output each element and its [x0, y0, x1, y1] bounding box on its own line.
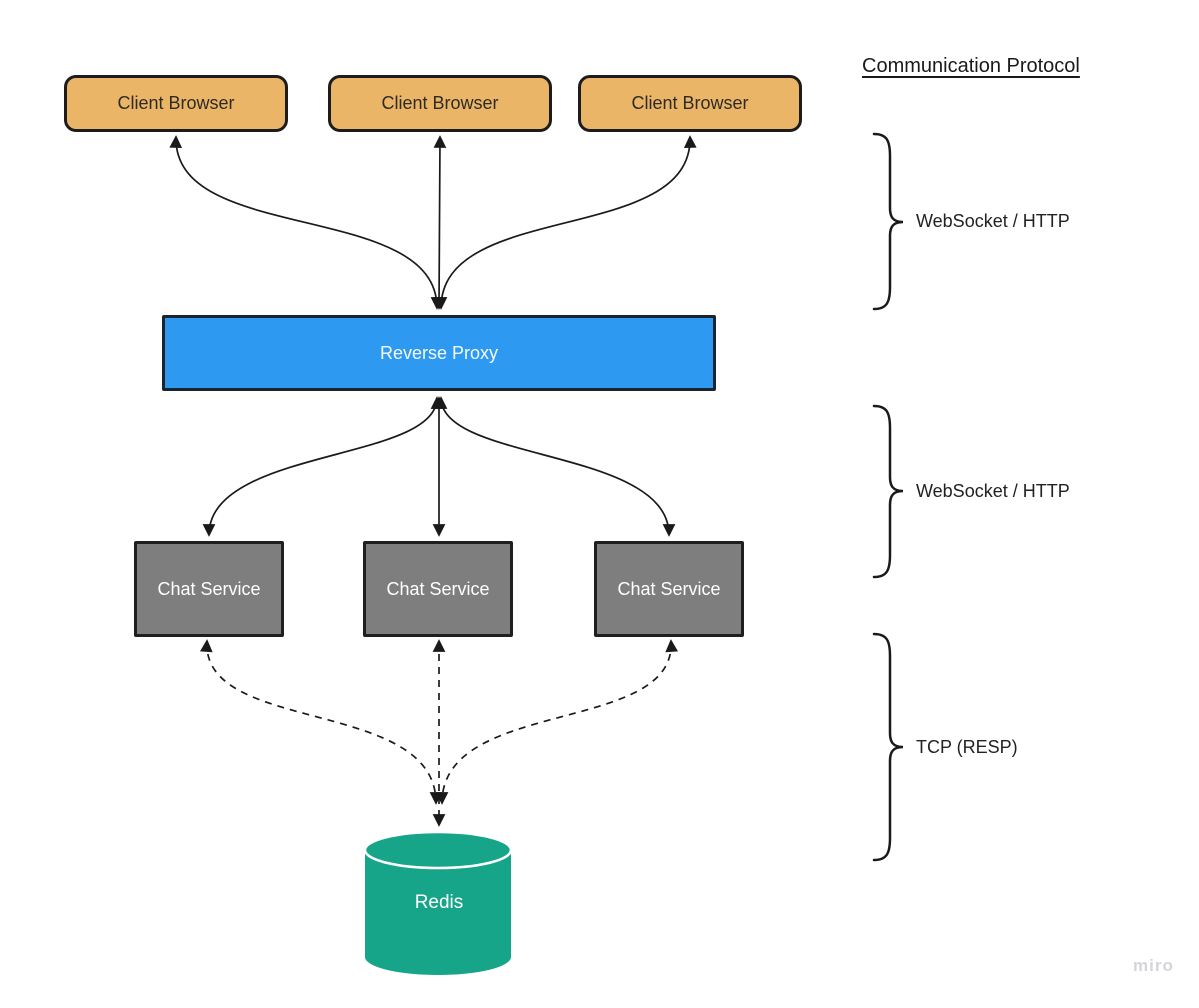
protocol-label-tcp[interactable]: TCP (RESP): [916, 737, 1018, 757]
connector-client3-proxy[interactable]: [434, 135, 697, 310]
redis-label: Redis: [414, 892, 464, 913]
chat-service-node-3[interactable]: Chat Service: [594, 541, 744, 637]
brace-websocket-middle[interactable]: [872, 404, 904, 579]
connector-service1-redis[interactable]: [199, 639, 443, 805]
connector-proxy-service3[interactable]: [434, 396, 676, 537]
chat-service-label: Chat Service: [617, 578, 721, 599]
chat-service-node-1[interactable]: Chat Service: [134, 541, 284, 637]
redis-node[interactable]: [363, 830, 513, 975]
connector-client2-proxy[interactable]: [432, 135, 447, 310]
reverse-proxy-label: Reverse Proxy: [379, 342, 499, 363]
brace-websocket-top[interactable]: [872, 132, 904, 311]
client-browser-label: Client Browser: [631, 93, 749, 113]
client-browser-node-3[interactable]: Client Browser: [578, 75, 802, 132]
client-browser-node-2[interactable]: Client Browser: [328, 75, 552, 132]
connector-client1-proxy[interactable]: [169, 135, 444, 310]
chat-service-label: Chat Service: [157, 578, 261, 599]
page-title[interactable]: Communication Protocol: [862, 55, 1080, 77]
protocol-label-websocket-top[interactable]: WebSocket / HTTP: [916, 211, 1070, 231]
connector-service3-redis[interactable]: [435, 639, 679, 805]
client-browser-label: Client Browser: [381, 93, 499, 113]
brace-tcp-bottom[interactable]: [872, 632, 904, 862]
protocol-label-websocket-middle[interactable]: WebSocket / HTTP: [916, 481, 1070, 501]
connector-proxy-service1[interactable]: [202, 396, 444, 537]
miro-watermark: miro: [1133, 956, 1174, 975]
chat-service-node-2[interactable]: Chat Service: [363, 541, 513, 637]
chat-service-label: Chat Service: [386, 578, 490, 599]
client-browser-node-1[interactable]: Client Browser: [64, 75, 288, 132]
reverse-proxy-node[interactable]: Reverse Proxy: [162, 315, 716, 391]
client-browser-label: Client Browser: [117, 93, 235, 113]
